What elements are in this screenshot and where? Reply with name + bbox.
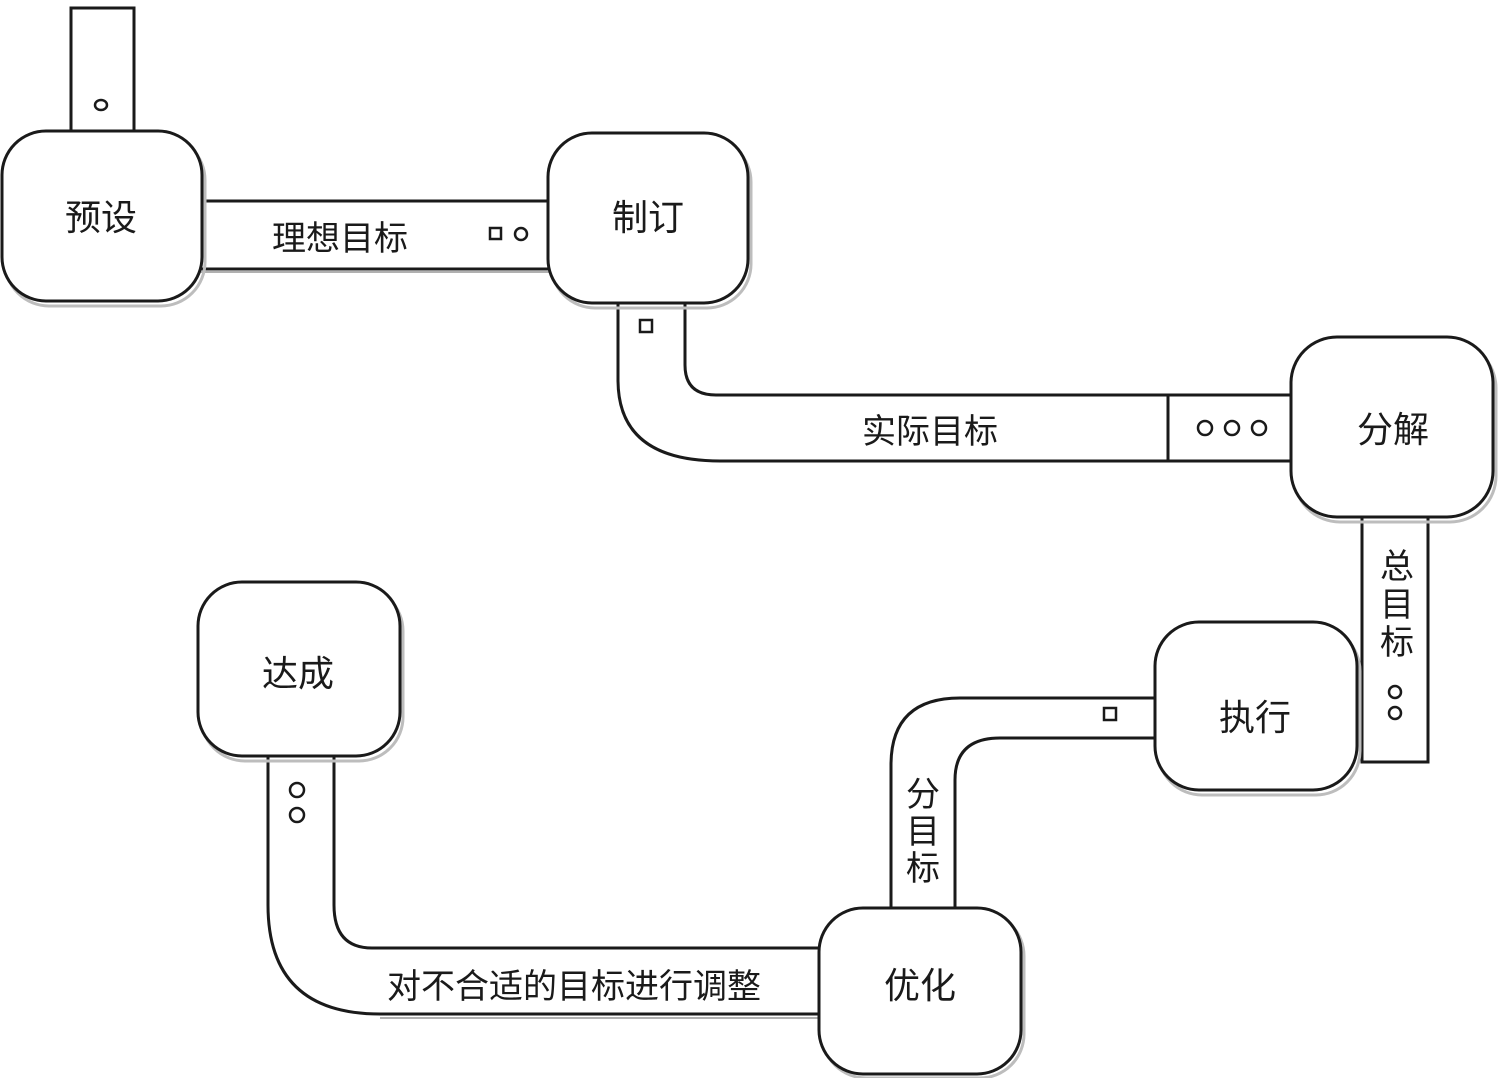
node-preset: 预设 (0, 129, 207, 308)
pipe-total-goal: 总 目 标 (1360, 503, 1430, 764)
pipe-actual-goal: 实际目标 (616, 288, 1298, 463)
node-decompose-label: 分解 (1357, 410, 1429, 451)
node-decompose: 分解 (1289, 335, 1498, 524)
node-preset-label: 预设 (65, 198, 137, 239)
node-formulate-label: 制订 (612, 198, 684, 239)
adjust-label: 对不合适的目标进行调整 (387, 967, 761, 1007)
node-optimize-label: 优化 (884, 966, 956, 1007)
actual-goal-label: 实际目标 (862, 412, 998, 452)
pipe-ideal-goal: 理想目标 (194, 199, 558, 273)
node-execute: 执行 (1153, 620, 1362, 797)
node-formulate: 制订 (546, 131, 753, 310)
sub-goal-char-3: 标 (906, 849, 940, 889)
total-goal-char-3: 标 (1380, 623, 1414, 663)
node-achieve: 达成 (196, 580, 405, 763)
sub-goal-char-1: 分 (906, 775, 940, 815)
pipe-sub-goal: 分 目 标 (889, 696, 1168, 922)
node-optimize: 优化 (817, 906, 1026, 1078)
total-goal-char-2: 目 (1380, 585, 1414, 625)
node-execute-label: 执行 (1219, 698, 1291, 739)
total-goal-char-1: 总 (1380, 547, 1414, 587)
ideal-goal-label: 理想目标 (272, 219, 408, 259)
pipe-adjust: 对不合适的目标进行调整 (266, 743, 832, 1019)
sub-goal-char-2: 目 (906, 812, 940, 852)
inlet-pipe (69, 6, 136, 142)
node-achieve-label: 达成 (262, 654, 334, 695)
